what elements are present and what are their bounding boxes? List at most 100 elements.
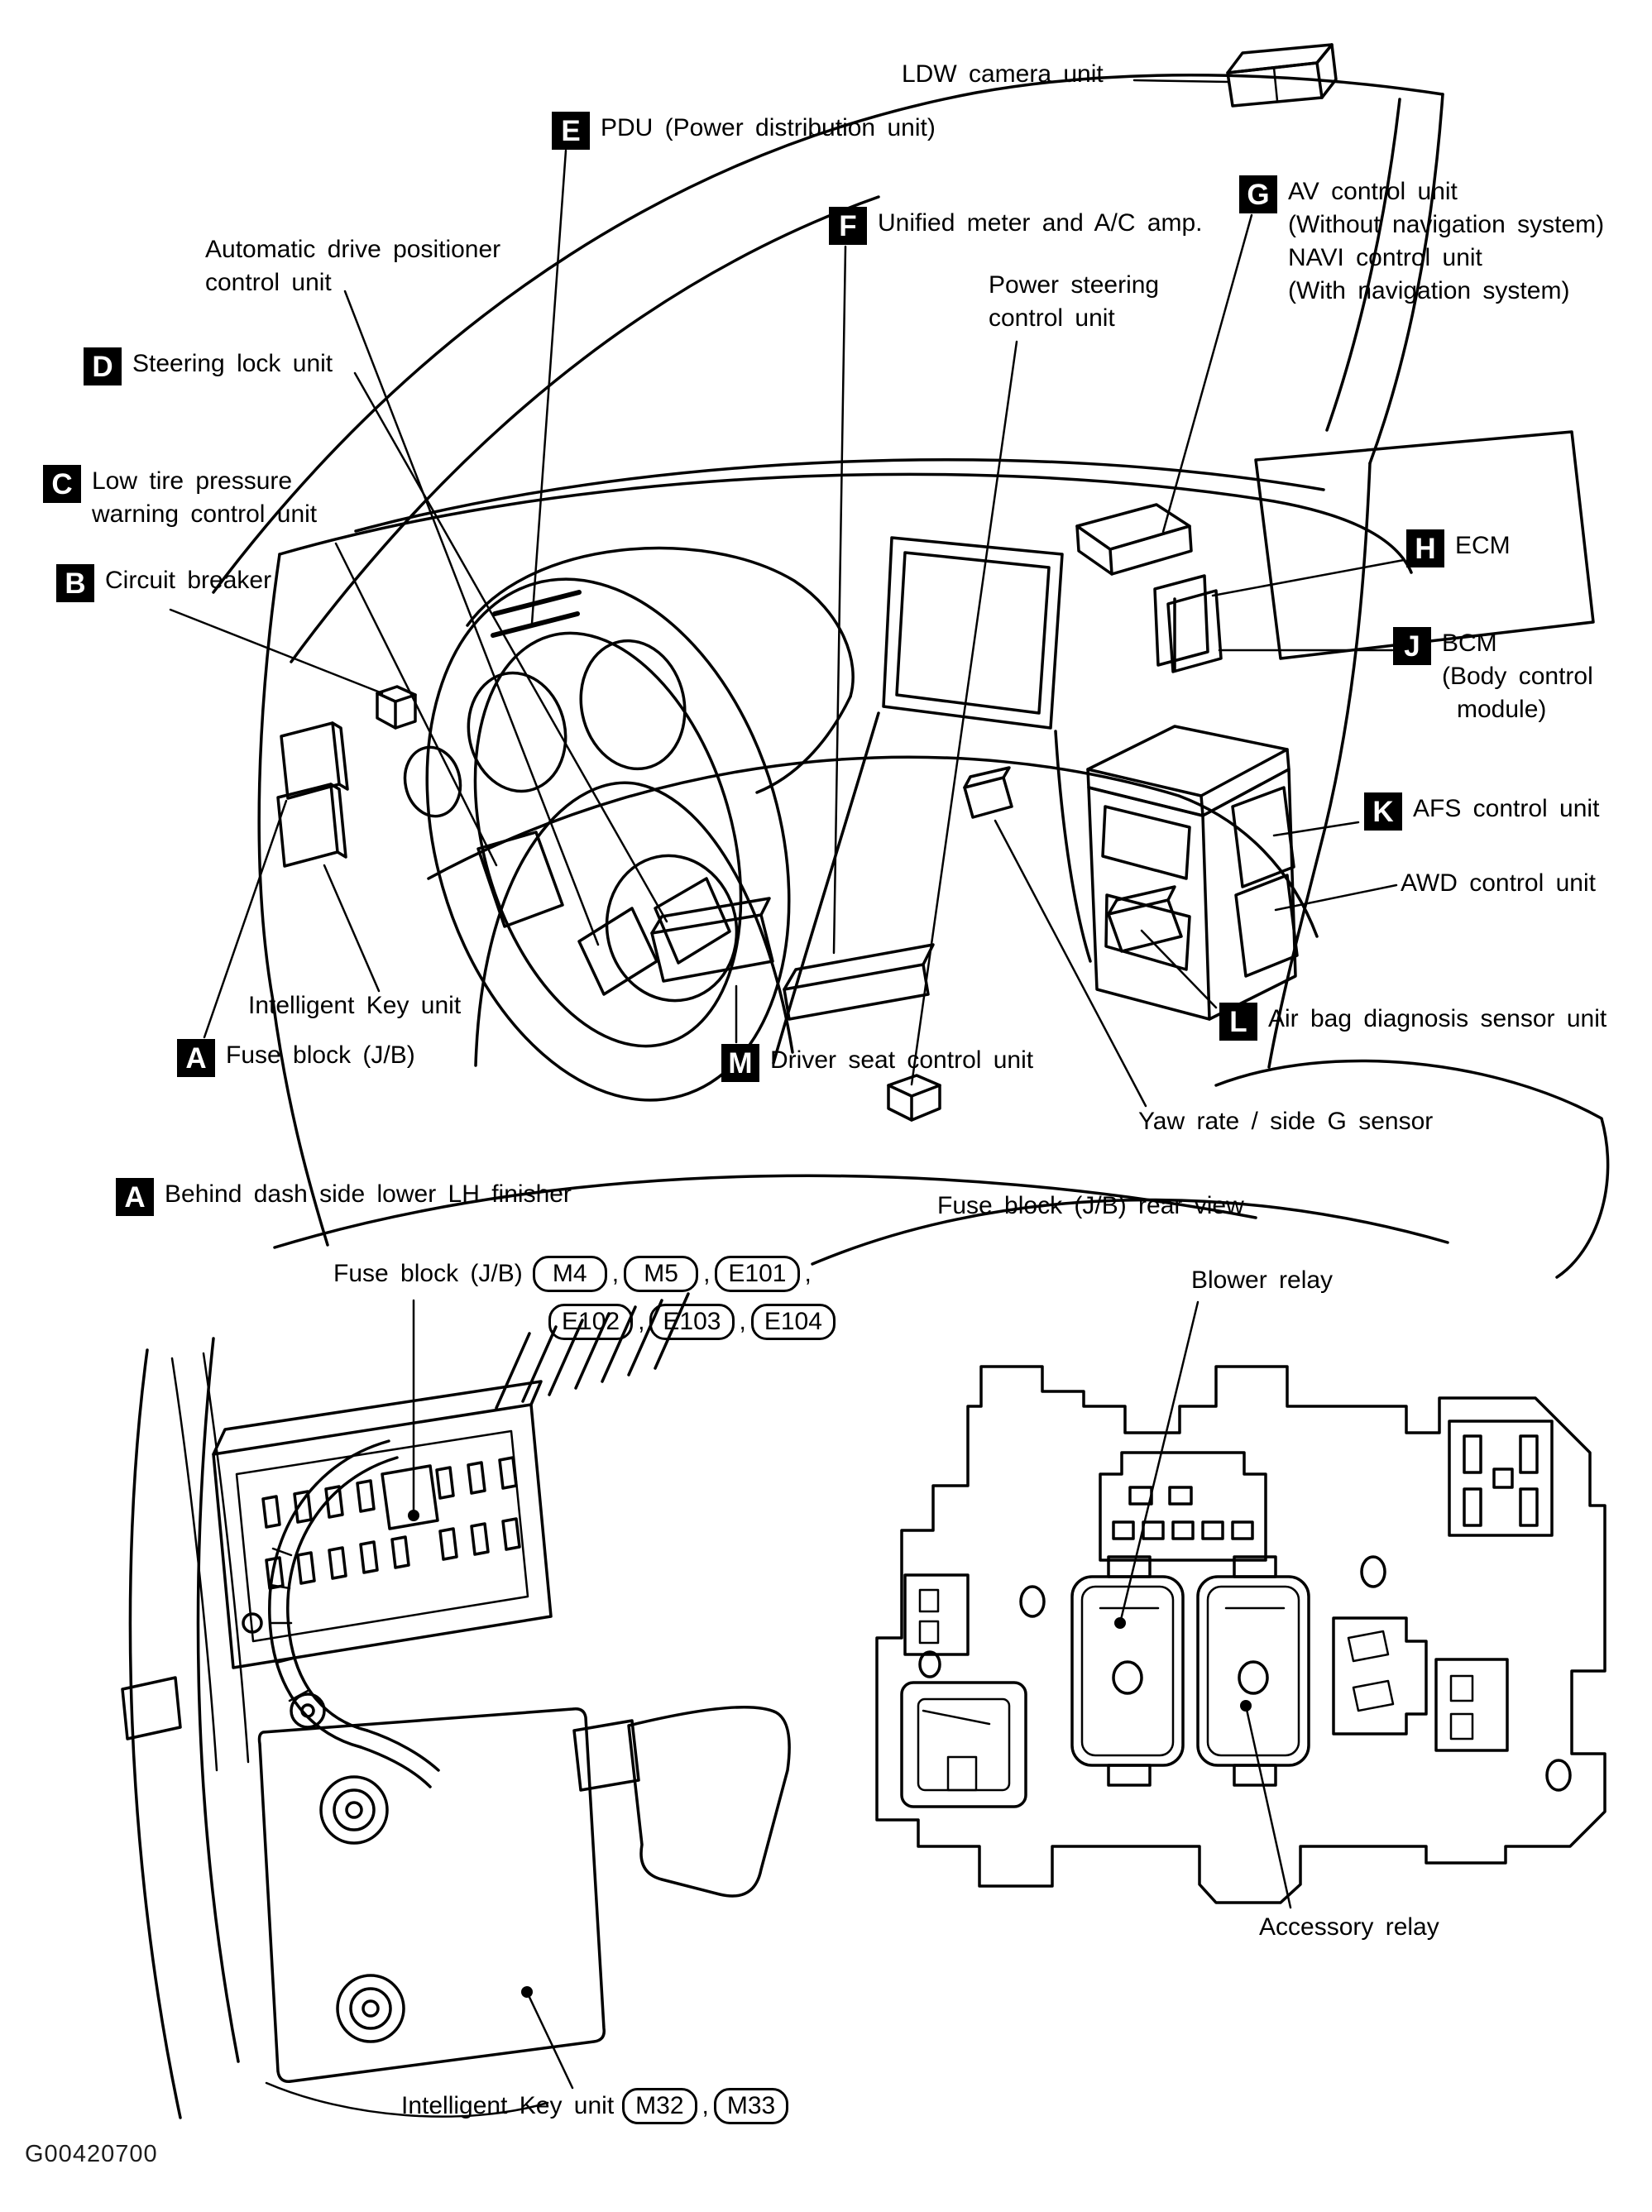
afs-unit-box: [1231, 786, 1295, 888]
badge-letter-b: B: [56, 564, 94, 602]
adp-line2: control unit: [205, 269, 332, 296]
callout-blower-relay: Blower relay: [1191, 1264, 1333, 1297]
unified-meter-box: [783, 943, 935, 1021]
intelligent-key-connector-row: Intelligent Key unit M32 , M33: [401, 2088, 789, 2124]
comma: ,: [702, 2092, 709, 2119]
callout-afs: K AFS control unit: [1364, 792, 1599, 831]
dashboard-overview: [212, 43, 1610, 1279]
connector-top-right: [1448, 1420, 1554, 1537]
steering-lock-unit-box: [654, 877, 731, 965]
comma: ,: [804, 1260, 812, 1287]
connector-pill-m32: M32: [622, 2088, 697, 2124]
comma: ,: [638, 1308, 645, 1335]
badge-letter-e: E: [552, 112, 590, 150]
callout-unified-meter: F Unified meter and A/C amp.: [829, 207, 1203, 245]
intelligent-key-bottom-label: Intelligent Key unit: [401, 2092, 615, 2119]
circuit-breaker-label: Circuit breaker: [105, 567, 272, 594]
ecm-label: ECM: [1455, 532, 1511, 559]
callout-adp: Automatic drive positioner control unit: [205, 233, 500, 299]
figure-code: G00420700: [25, 2141, 158, 2167]
connector-top-center: [1099, 1451, 1267, 1562]
accessory-relay-label: Accessory relay: [1259, 1913, 1439, 1941]
rear-view-heading-label: Fuse block (J/B) rear view: [937, 1192, 1244, 1219]
awd-unit-box: [1234, 874, 1299, 978]
blower-relay-label: Blower relay: [1191, 1266, 1334, 1294]
av-label-line1: AV control unit: [1288, 178, 1458, 205]
awd-label: AWD control unit: [1401, 869, 1596, 897]
low-tire-unit-box: [476, 831, 564, 928]
center-console-box: [1086, 725, 1297, 1021]
connector-pill-e102: E102: [548, 1304, 634, 1340]
fuse-block-location-box: [280, 721, 349, 800]
comma: ,: [611, 1260, 620, 1287]
connector-left-small: [903, 1573, 970, 1656]
callout-airbag: L Air bag diagnosis sensor unit: [1219, 1003, 1607, 1041]
fuse-block-jb-label: Fuse block (J/B): [333, 1260, 523, 1287]
connector-left-keyed: [900, 1681, 1027, 1808]
steering-lock-label: Steering lock unit: [132, 350, 333, 377]
av-unit-box: [1075, 503, 1193, 576]
intelligent-key-location-box: [276, 783, 347, 868]
low-tire-line1: Low tire pressure: [92, 467, 293, 495]
airbag-sensor-box: [1107, 885, 1183, 953]
fuse-block-top-label: Fuse block (J/B): [226, 1041, 415, 1069]
connector-pill-m4: M4: [532, 1256, 607, 1292]
power-steering-line1: Power steering: [989, 271, 1160, 299]
connector-pill-m5: M5: [624, 1256, 699, 1292]
connector-right-slots: [1332, 1616, 1428, 1736]
badge-letter-h: H: [1406, 529, 1444, 567]
badge-letter-f: F: [829, 207, 867, 245]
low-tire-line2: warning control unit: [92, 500, 318, 528]
bcm-line1: BCM: [1442, 630, 1497, 657]
badge-letter-g: G: [1239, 175, 1277, 213]
callout-accessory-relay: Accessory relay: [1259, 1911, 1439, 1944]
yaw-sensor-box: [963, 766, 1013, 819]
badge-letter-k: K: [1364, 792, 1402, 831]
connector-pill-e104: E104: [750, 1304, 836, 1340]
av-label-line2: (Without navigation system): [1288, 211, 1605, 238]
section-a-heading: A Behind dash side lower LH finisher: [116, 1178, 572, 1216]
callout-ldw-camera: LDW camera unit: [902, 58, 1104, 91]
callout-low-tire: C Low tire pressure warning control unit: [43, 465, 317, 531]
airbag-label: Air bag diagnosis sensor unit: [1268, 1005, 1607, 1032]
badge-letter-j2: J: [1393, 627, 1431, 665]
callout-steering-lock: D Steering lock unit: [84, 347, 333, 385]
connector-pill-e103: E103: [649, 1304, 735, 1340]
callout-bcm: BCM J BCM (Body control module): [1393, 627, 1593, 726]
av-label-line4: (With navigation system): [1288, 277, 1570, 304]
callout-power-steering: Power steering control unit: [989, 269, 1159, 335]
intelligent-key-top-label: Intelligent Key unit: [248, 992, 462, 1019]
callout-awd: AWD control unit: [1401, 867, 1596, 900]
pdu-label: PDU (Power distribution unit): [601, 114, 936, 141]
bcm-line2: (Body control: [1442, 663, 1593, 690]
badge-section-a: A: [116, 1178, 154, 1216]
av-label-line3: NAVI control unit: [1288, 244, 1482, 271]
fuse-block-connector-row2: E102 , E103 , E104: [548, 1304, 836, 1340]
callout-yaw-rate: Yaw rate / side G sensor: [1138, 1105, 1433, 1138]
fuse-block-drawing: [212, 1380, 553, 1669]
comma: ,: [703, 1260, 711, 1287]
connector-pill-e101: E101: [715, 1256, 800, 1292]
callout-driver-seat: M Driver seat control unit: [721, 1044, 1033, 1082]
connector-pill-m33: M33: [713, 2088, 789, 2124]
callout-circuit-breaker: B Circuit breaker: [56, 564, 271, 602]
callout-intelligent-key-top: Intelligent Key unit: [248, 989, 461, 1022]
power-steering-line2: control unit: [989, 304, 1115, 332]
fuse-block-rear-view: [875, 1300, 1607, 1909]
callout-av-navi: G AV control unit (Without navigation sy…: [1239, 175, 1604, 308]
driver-seat-label: Driver seat control unit: [770, 1046, 1034, 1074]
badge-letter-d: D: [84, 347, 122, 385]
callout-ecm: H ECM: [1406, 529, 1511, 567]
unified-meter-label: Unified meter and A/C amp.: [878, 209, 1203, 237]
blower-relay: [1070, 1555, 1185, 1787]
leader-lines: [169, 79, 1405, 1108]
rear-view-heading: Fuse block (J/B) rear view: [937, 1190, 1244, 1223]
section-a-heading-label: Behind dash side lower LH finisher: [165, 1180, 572, 1208]
adp-unit-box: [577, 907, 658, 996]
power-steering-unit-box: [887, 1074, 941, 1122]
adp-line1: Automatic drive positioner: [205, 236, 501, 263]
section-a-detail: [121, 1292, 791, 2119]
afs-label: AFS control unit: [1413, 795, 1600, 822]
